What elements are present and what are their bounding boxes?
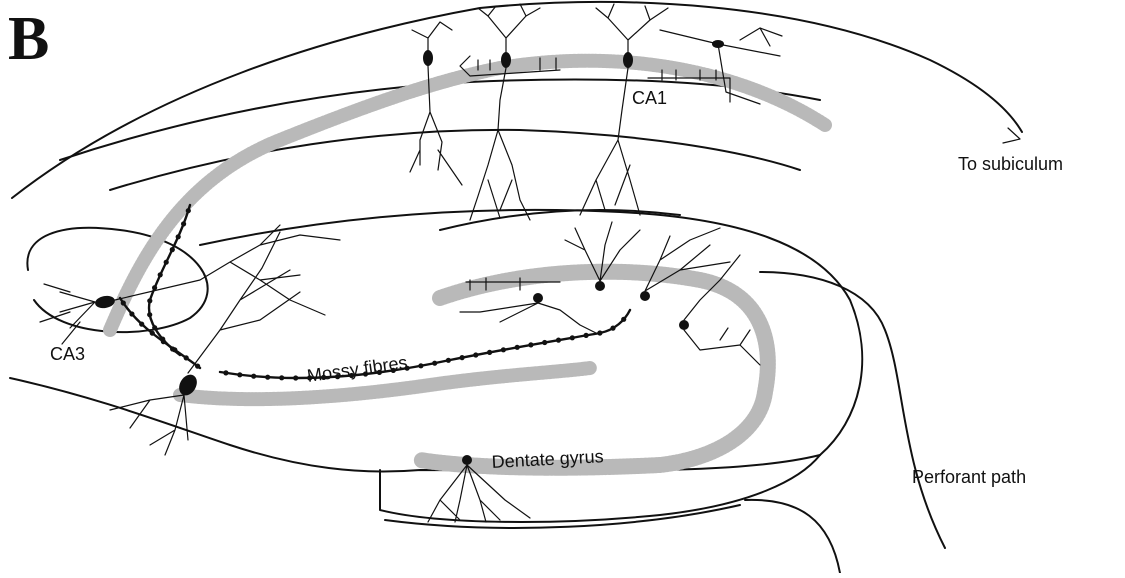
axon-bouton	[610, 326, 615, 331]
axon-bouton	[223, 370, 228, 375]
axon-bouton	[139, 322, 144, 327]
ca3-label: CA3	[50, 344, 85, 364]
axon-bouton	[265, 375, 270, 380]
axon-bouton	[293, 375, 298, 380]
axon-bouton	[160, 337, 165, 342]
axon-bouton	[147, 298, 152, 303]
axon-bouton	[181, 221, 186, 226]
axon-bouton	[147, 312, 152, 317]
axon-bouton	[152, 325, 157, 330]
axon-bouton	[184, 355, 189, 360]
axon-bouton	[170, 247, 175, 252]
axon-bouton	[176, 234, 181, 239]
axon-bouton	[621, 317, 626, 322]
axon-bouton	[487, 350, 492, 355]
ca1-neuron-1	[410, 22, 462, 185]
axon-bouton	[556, 338, 561, 343]
axon-bouton	[418, 363, 423, 368]
axon-bouton	[584, 333, 589, 338]
axon-bouton	[152, 285, 157, 290]
perforant-path-label: Perforant path	[912, 467, 1026, 487]
axon-bouton	[237, 372, 242, 377]
axon-bouton	[473, 352, 478, 357]
granule-cell-1	[565, 222, 640, 291]
axon-bouton	[164, 260, 169, 265]
axon-bouton	[570, 335, 575, 340]
axon-bouton	[170, 346, 175, 351]
axon-bouton	[432, 361, 437, 366]
axon-bouton	[460, 355, 465, 360]
mossy-fibres-label: Mossy fibres	[306, 352, 409, 386]
ca1-neuron-2	[460, 4, 560, 220]
axon-bouton	[129, 311, 134, 316]
axon-bouton	[528, 342, 533, 347]
axon-bouton	[515, 345, 520, 350]
hippocampus-outline	[10, 2, 1022, 573]
ca1-neuron-3	[580, 4, 730, 215]
axon-bouton	[186, 208, 191, 213]
to-subiculum-label: To subiculum	[958, 154, 1063, 174]
panel-letter: B	[8, 8, 49, 70]
ca1-label: CA1	[632, 88, 667, 108]
axon-bouton	[279, 375, 284, 380]
axon-bouton	[150, 331, 155, 336]
axon-bouton	[542, 340, 547, 345]
axon-bouton	[195, 364, 200, 369]
axon-bouton	[446, 358, 451, 363]
axon-bouton	[251, 374, 256, 379]
axon-bouton	[121, 300, 126, 305]
axon-bouton	[501, 347, 506, 352]
axon-bouton	[158, 272, 163, 277]
